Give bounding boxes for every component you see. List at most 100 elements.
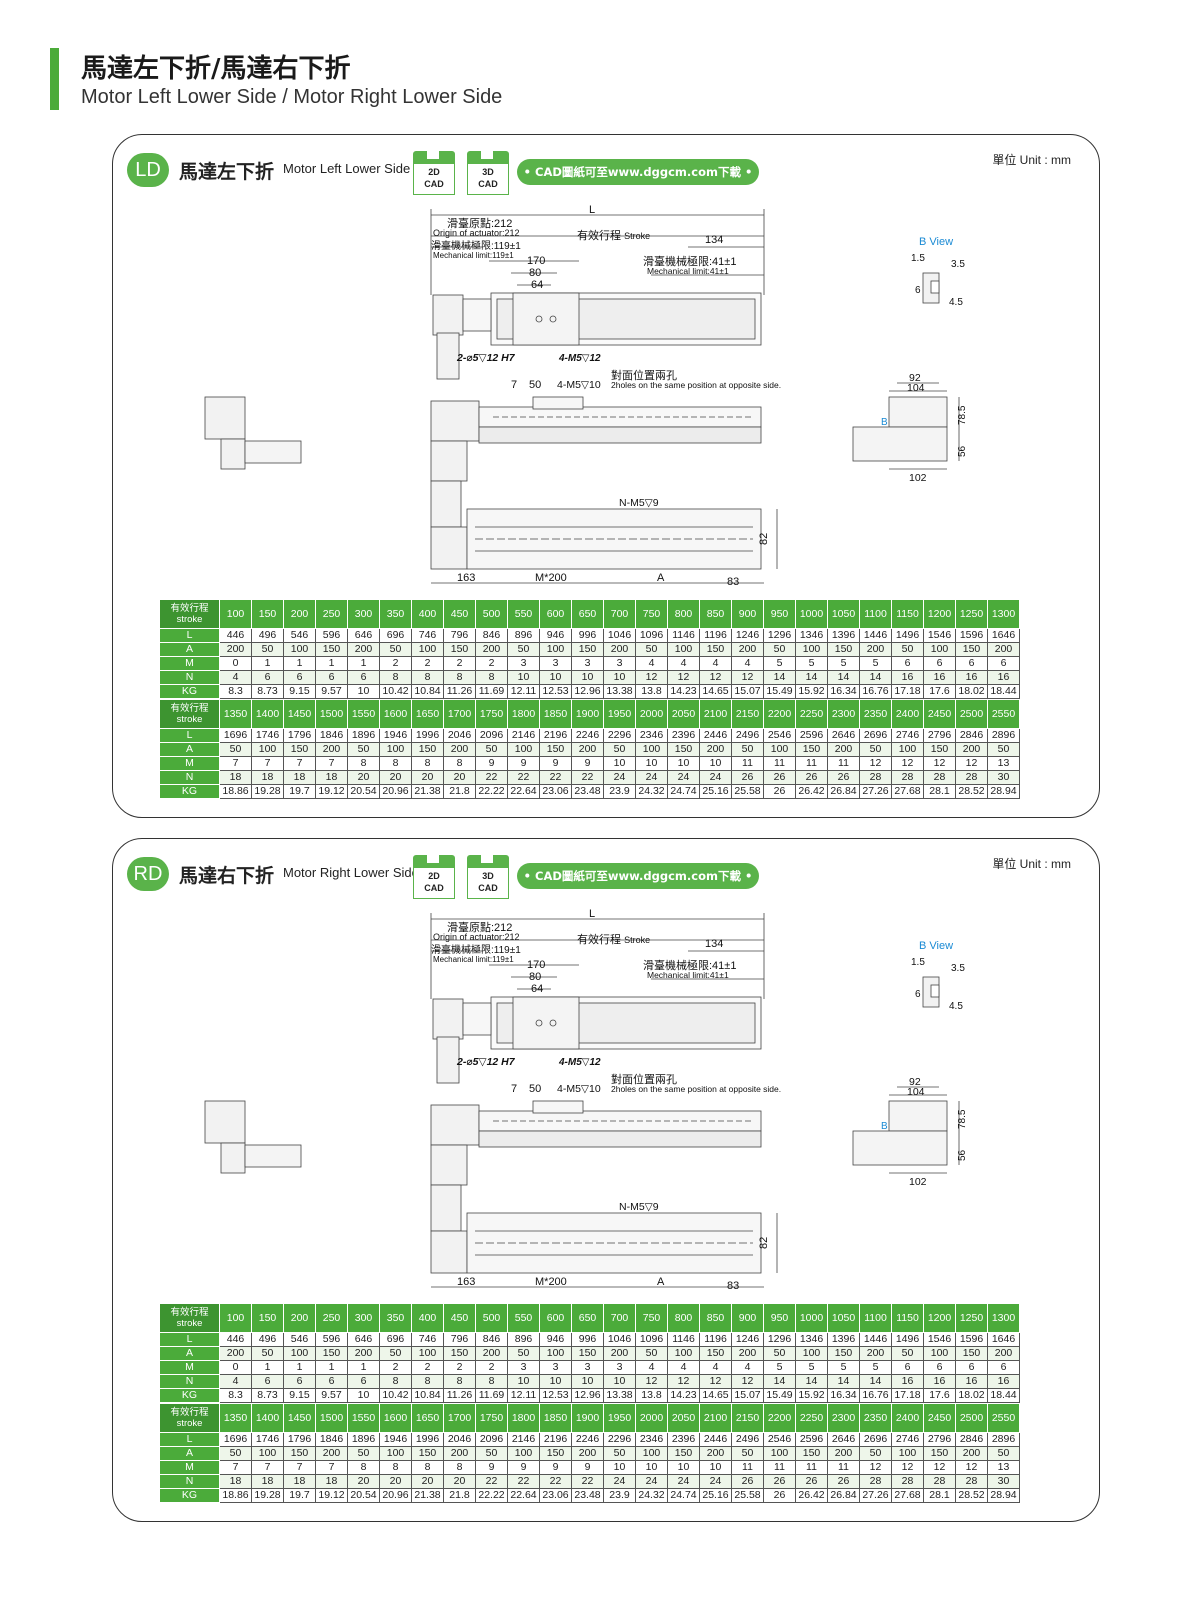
table-cell: 2046 <box>443 728 476 743</box>
table-cell: 2546 <box>763 728 796 743</box>
table-cell: 9.57 <box>315 684 348 699</box>
table-cell: 8 <box>379 756 412 771</box>
stroke-cell: 1450 <box>283 699 316 729</box>
table-cell: 846 <box>475 628 508 643</box>
table-cell: 796 <box>443 1332 476 1347</box>
table-cell: 2 <box>443 1360 476 1375</box>
dim-d64: 64 <box>531 279 543 291</box>
table-cell: 3 <box>507 656 540 671</box>
table-cell: 4 <box>667 656 700 671</box>
table-cell: 10 <box>635 1460 668 1475</box>
dim-b: B <box>881 417 888 428</box>
table-cell: 10 <box>507 670 540 685</box>
table-cell: 14 <box>795 670 828 685</box>
table-cell: 2246 <box>571 1432 604 1447</box>
technical-drawing: L 滑臺原點:212 Origin of actuator:212 有效行程 S… <box>204 908 968 1292</box>
stroke-cell: 2400 <box>891 1403 924 1433</box>
table-cell: 24.74 <box>667 1488 700 1503</box>
table-cell: 8 <box>443 670 476 685</box>
stroke-cell: 1450 <box>283 1403 316 1433</box>
table-cell: 1 <box>315 1360 348 1375</box>
table-cell: 22 <box>571 1474 604 1489</box>
table-cell: 13.38 <box>603 684 636 699</box>
table-cell: 9 <box>571 756 604 771</box>
table-cell: 14.23 <box>667 1388 700 1403</box>
table-cell: 12 <box>635 1374 668 1389</box>
table-cell: 6 <box>315 670 348 685</box>
table-cell: 100 <box>923 642 956 657</box>
stroke-cell: 1700 <box>443 699 476 729</box>
dim-d92: 92 <box>909 1076 921 1088</box>
table-cell: 10 <box>699 1460 732 1475</box>
table-cell: 5 <box>859 1360 892 1375</box>
stroke-cell: 550 <box>507 1303 540 1333</box>
table-cell: 2646 <box>827 728 860 743</box>
table-cell: 28 <box>891 770 924 785</box>
table-cell: 796 <box>443 628 476 643</box>
dim-m200: M*200 <box>535 572 567 584</box>
table-cell: 12 <box>731 670 764 685</box>
table-cell: 200 <box>443 1446 476 1461</box>
row-label: KG <box>159 1488 220 1503</box>
table-cell: 2046 <box>443 1432 476 1447</box>
table-cell: 100 <box>667 642 700 657</box>
stroke-cell: 2150 <box>731 699 764 729</box>
svg-text:有效行程 Stroke: 有效行程 Stroke <box>577 228 650 242</box>
table-cell: 18 <box>251 770 284 785</box>
table-cell: 19.12 <box>315 784 348 799</box>
stroke-cell: 1800 <box>507 699 540 729</box>
table-cell: 1596 <box>955 1332 988 1347</box>
table-cell: 11.26 <box>443 1388 476 1403</box>
cad-download-link[interactable]: • CAD圖紙可至www.dggcm.com下載 • <box>517 159 759 185</box>
stroke-cell: 500 <box>475 1303 508 1333</box>
table-cell: 10.42 <box>379 684 412 699</box>
dim-hole3: 4-M5▽10 <box>557 1083 601 1095</box>
table-cell: 1096 <box>635 1332 668 1347</box>
table-cell: 150 <box>411 742 444 757</box>
stroke-cell: 2500 <box>955 699 988 729</box>
table-cell: 2646 <box>827 1432 860 1447</box>
table-cell: 2 <box>475 1360 508 1375</box>
table-cell: 16 <box>987 670 1020 685</box>
table-cell: 100 <box>795 1346 828 1361</box>
table-cell: 10 <box>603 756 636 771</box>
table-cell: 8 <box>411 756 444 771</box>
table-cell: 6 <box>955 1360 988 1375</box>
stroke-cell: 2250 <box>795 1403 828 1433</box>
dim-b: B <box>881 1121 888 1132</box>
cad-download-link[interactable]: • CAD圖紙可至www.dggcm.com下載 • <box>517 863 759 889</box>
dim-b35: 3.5 <box>951 963 965 974</box>
table-cell: 200 <box>859 642 892 657</box>
stroke-cell: 1100 <box>859 599 892 629</box>
stroke-cell: 2000 <box>635 1403 668 1433</box>
table-cell: 27.68 <box>891 1488 924 1503</box>
stroke-cell: 1050 <box>827 599 860 629</box>
unit-label: 單位 Unit : mm <box>992 857 1071 871</box>
table-cell: 18 <box>315 770 348 785</box>
table-cell: 1 <box>283 656 316 671</box>
table-cell: 150 <box>443 1346 476 1361</box>
table-cell: 150 <box>411 1446 444 1461</box>
table-cell: 10 <box>667 1460 700 1475</box>
table-cell: 2446 <box>699 728 732 743</box>
table-cell: 446 <box>219 628 252 643</box>
stroke-cell: 350 <box>379 599 412 629</box>
table-cell: 10 <box>539 1374 572 1389</box>
dim-b15: 1.5 <box>911 253 925 264</box>
section-title-en: Motor Right Lower Side <box>283 865 419 880</box>
table-cell: 496 <box>251 1332 284 1347</box>
table-cell: 1 <box>347 1360 380 1375</box>
dim-mech41_zh: 滑臺機械極限:41±1 <box>643 254 736 268</box>
stroke-cell: 900 <box>731 1303 764 1333</box>
table-cell: 8 <box>443 1460 476 1475</box>
table-cell: 996 <box>571 1332 604 1347</box>
table-cell: 24 <box>667 1474 700 1489</box>
